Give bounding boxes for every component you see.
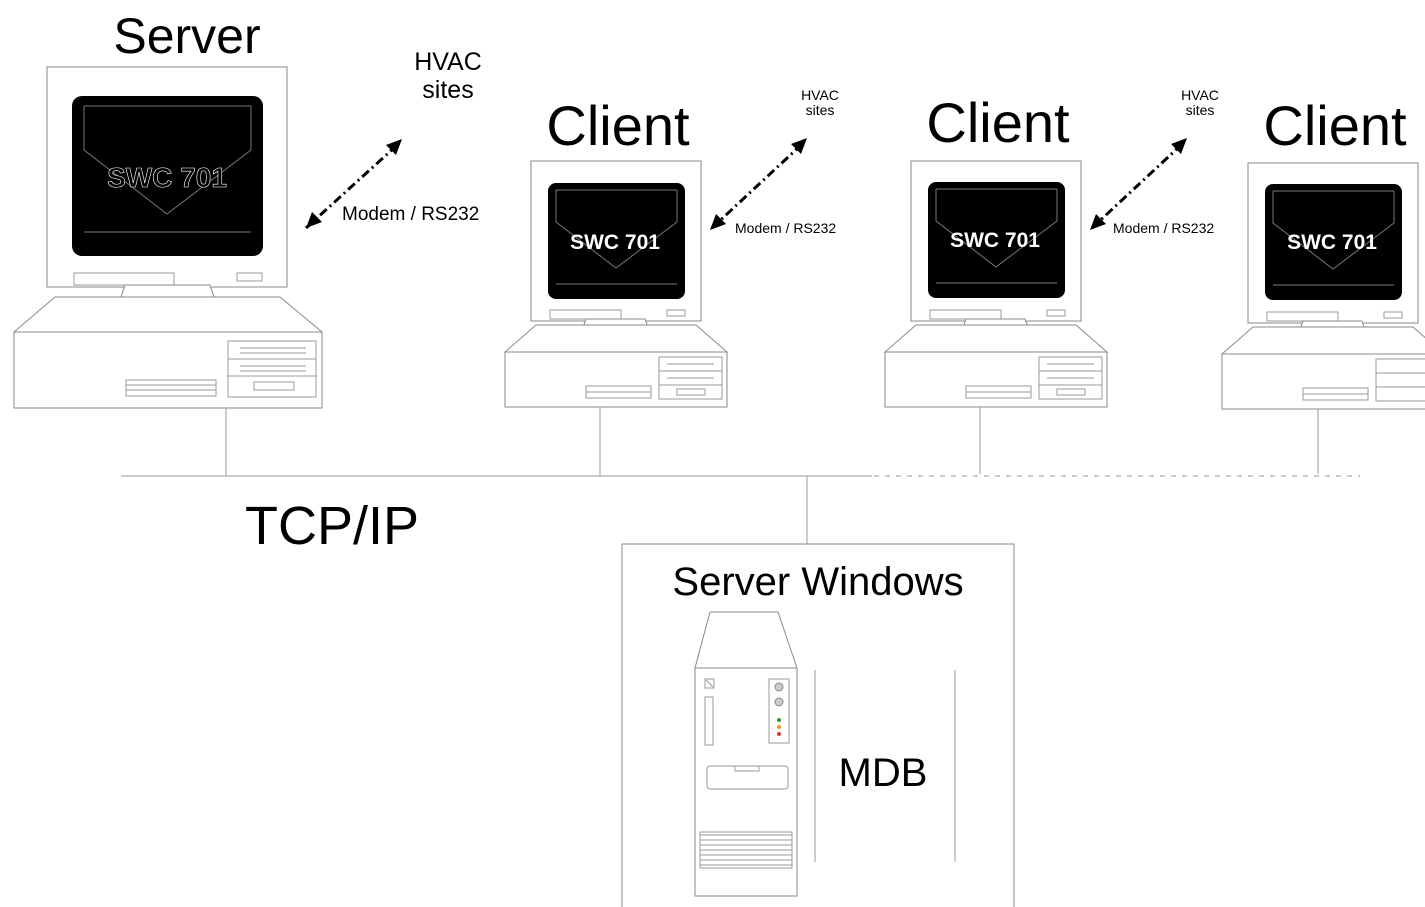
server-screen [72,96,263,256]
server-title: Server [113,8,260,64]
client-2-title: Client [926,91,1070,154]
server-screen-label: SWC 701 [107,162,227,193]
client-2-screen [928,182,1065,298]
client-1-link-label: Modem / RS232 [735,220,836,236]
windows-server: Server Windows MDB [621,543,1015,907]
server-workstation: Server SWC 701 Modem / RS232 HVAC sites [12,8,482,476]
client-1-hvac-label-line2: sites [806,102,835,118]
server-hvac-label-line2: sites [422,76,473,104]
server-link-label: Modem / RS232 [342,204,479,225]
client-2-hvac-label-line2: sites [1186,102,1215,118]
client-workstation-2: Client SWC 701 Modem / RS232 HVAC sites [883,87,1219,474]
network-label: TCP/IP [245,496,419,556]
server-base [13,331,323,409]
client-1-modem-link [710,144,802,230]
windows-server-title: Server Windows [672,560,963,604]
tcpip-network: TCP/IP [121,475,1360,556]
server-hvac-label-line1: HVAC [414,48,482,76]
client-1-title: Client [546,94,690,157]
client-3-screen-label: SWC 701 [1287,231,1377,254]
client-1-screen [548,183,685,299]
mdb-label: MDB [839,751,928,795]
client-2-hvac-label-line1: HVAC [1181,87,1219,103]
client-3-title: Client [1263,94,1407,157]
server-modem-link [304,145,397,230]
client-2-screen-label: SWC 701 [950,229,1040,252]
server-base-top [12,296,324,333]
client-1-screen-label: SWC 701 [570,231,660,254]
client-3-screen [1265,184,1402,300]
client-workstation-1: Client SWC 701 Modem / RS232 HVAC sites [503,87,839,476]
client-workstation-3: Client SWC 701 [1220,94,1425,474]
tower-vent [699,831,793,869]
client-2-link-label: Modem / RS232 [1113,220,1214,236]
client-1-hvac-label-line1: HVAC [801,87,839,103]
client-2-modem-link [1090,144,1182,230]
